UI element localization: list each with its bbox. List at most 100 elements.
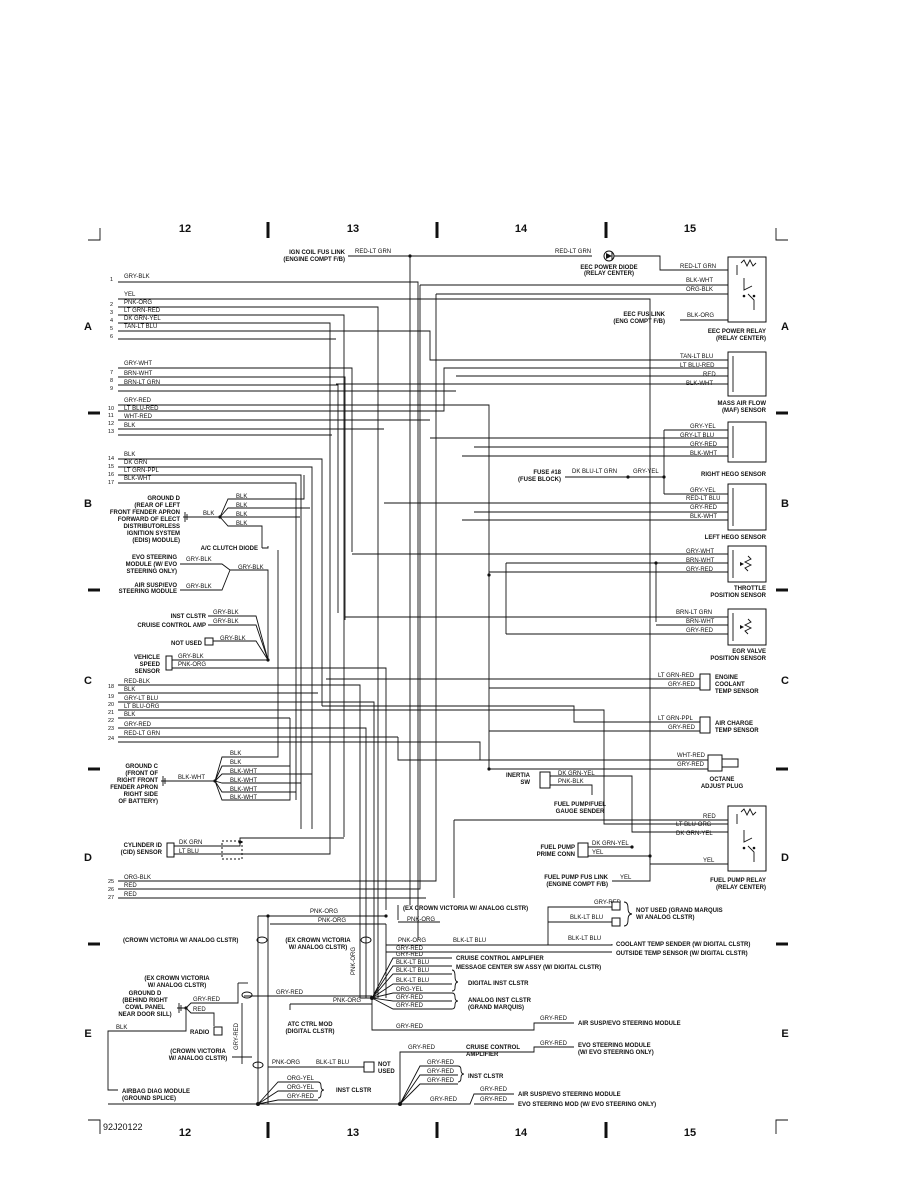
svg-text:(ENG COMPT F/B): (ENG COMPT F/B) [613,319,665,325]
svg-text:ORG-YEL: ORG-YEL [287,1085,315,1091]
svg-text:EVO STEERING MOD (W/ EVO STEER: EVO STEERING MOD (W/ EVO STEERING ONLY) [518,1102,656,1108]
svg-text:GRY-RED: GRY-RED [276,990,304,996]
svg-text:LT BLU-RED: LT BLU-RED [124,406,159,412]
svg-text:IGNITION SYSTEM: IGNITION SYSTEM [127,531,180,537]
not-used-gryblk: NOT USED GRY-BLK [171,636,269,661]
svg-text:WHT-RED: WHT-RED [677,753,706,759]
figure-id: 92J20122 [103,1122,143,1132]
svg-text:LEFT HEGO SENSOR: LEFT HEGO SENSOR [705,535,767,541]
row-label-d: D [84,852,92,864]
svg-text:BLK-WHT: BLK-WHT [686,278,713,284]
corner-mark-top-left [88,228,101,241]
svg-text:FUEL PUMP: FUEL PUMP [540,845,575,851]
svg-text:DK GRN: DK GRN [179,840,202,846]
svg-text:LT BLU-ORG: LT BLU-ORG [124,704,160,710]
column-label-bottom-13: 13 [347,1127,359,1139]
svg-text:BLK-WHT: BLK-WHT [230,787,257,793]
svg-text:ENGINE: ENGINE [715,675,738,681]
svg-text:EEC POWER RELAY: EEC POWER RELAY [708,329,766,335]
svg-text:(RELAY CENTER): (RELAY CENTER) [716,336,766,342]
svg-text:RED: RED [703,372,716,378]
svg-text:RED-BLK: RED-BLK [124,679,150,685]
svg-text:SW: SW [520,780,530,786]
svg-text:A/C CLUTCH DIODE: A/C CLUTCH DIODE [201,546,258,552]
svg-text:GRY-YEL: GRY-YEL [633,469,659,475]
engine-coolant-temp-sensor: LT GRN-RED GRY-RED ENGINE COOLANT TEMP S… [326,673,759,695]
throttle-position-sensor: GRY-WHT BRN-WHT GRY-RED THROTTLE POSITIO… [352,545,767,622]
svg-text:CRUISE CONTROL: CRUISE CONTROL [466,1045,520,1051]
svg-text:BLK: BLK [124,452,135,458]
svg-text:W/ ANALOG CLSTR): W/ ANALOG CLSTR) [169,1056,227,1062]
svg-text:SENSOR: SENSOR [135,669,161,675]
svg-text:10: 10 [108,406,114,412]
svg-text:RED-LT GRN: RED-LT GRN [124,731,160,737]
svg-text:24: 24 [108,736,114,742]
svg-text:19: 19 [108,694,114,700]
svg-text:GRY-BLK: GRY-BLK [213,619,239,625]
svg-text:PNK-ORG: PNK-ORG [124,300,152,306]
svg-text:RED-LT GRN: RED-LT GRN [355,249,391,255]
svg-text:NOT USED: NOT USED [171,641,203,647]
svg-text:POSITION SENSOR: POSITION SENSOR [710,656,766,662]
svg-text:BLK-WHT: BLK-WHT [690,451,717,457]
svg-text:PNK-ORG: PNK-ORG [333,998,361,1004]
svg-text:THROTTLE: THROTTLE [734,586,766,592]
svg-text:ORG-BLK: ORG-BLK [124,875,151,881]
svg-text:INST CLSTR: INST CLSTR [171,614,207,620]
svg-text:AMPLIFIER: AMPLIFIER [466,1052,499,1058]
svg-text:BLK: BLK [230,760,241,766]
svg-text:GRY-BLK: GRY-BLK [178,654,204,660]
svg-text:NOT USED (GRAND MARQUIS: NOT USED (GRAND MARQUIS [636,908,723,914]
svg-text:(ENGINE COMPT F/B): (ENGINE COMPT F/B) [546,882,608,888]
svg-text:7: 7 [110,370,113,376]
svg-text:RADIO: RADIO [190,1030,210,1036]
svg-text:W/ ANALOG CLSTR): W/ ANALOG CLSTR) [636,915,694,921]
svg-text:(EX CROWN VICTORIA W/ ANALOG C: (EX CROWN VICTORIA W/ ANALOG CLSTR) [403,906,528,912]
svg-text:PNK-ORG: PNK-ORG [351,947,357,975]
fuel-pump-prime-conn: FUEL PUMP PRIME CONN DK GRN-YEL YEL [537,841,652,858]
svg-text:BLK-ORG: BLK-ORG [687,313,714,319]
row-label-right-c: C [781,675,789,687]
air-charge-temp-sensor: LT GRN-PPL GRY-RED AIR CHARGE TEMP SENSO… [322,705,759,734]
svg-text:17: 17 [108,480,114,486]
svg-text:RED-LT GRN: RED-LT GRN [680,264,716,270]
svg-text:BLK: BLK [116,1025,127,1031]
svg-text:GRY-RED: GRY-RED [686,628,714,634]
svg-text:RED-LT BLU: RED-LT BLU [686,496,720,502]
svg-text:ANALOG INST CLSTR: ANALOG INST CLSTR [468,998,532,1004]
svg-text:(MAF) SENSOR: (MAF) SENSOR [722,408,767,414]
svg-text:GRY-WHT: GRY-WHT [686,549,714,555]
svg-text:PNK-BLK: PNK-BLK [558,779,584,785]
ign-coil-fus-link: IGN COIL FUS LINK (ENGINE COMPT F/B) RED… [283,249,592,905]
svg-text:GRY-RED: GRY-RED [427,1069,455,1075]
svg-text:(EDIS) MODULE): (EDIS) MODULE) [132,538,180,544]
svg-text:STEERING MODULE: STEERING MODULE [119,589,177,595]
column-label-bottom-12: 12 [179,1127,191,1139]
svg-text:FUEL PUMP FUS LINK: FUEL PUMP FUS LINK [544,875,608,881]
row-separators [88,411,788,946]
svg-text:ORG-YEL: ORG-YEL [396,987,424,993]
svg-text:GRY-BLK: GRY-BLK [186,584,212,590]
svg-text:16: 16 [108,472,114,478]
svg-text:BLK-WHT: BLK-WHT [230,795,257,801]
svg-text:AIRBAG DIAG MODULE: AIRBAG DIAG MODULE [122,1089,190,1095]
svg-text:WHT-RED: WHT-RED [124,414,153,420]
svg-text:EVO STEERING MODULE: EVO STEERING MODULE [578,1043,651,1049]
row-label-e: E [84,1028,91,1040]
svg-text:(REAR OF LEFT: (REAR OF LEFT [134,503,180,509]
svg-text:LT BLU: LT BLU [179,849,199,855]
column-separators [266,222,608,1138]
svg-text:(ENGINE COMPT F/B): (ENGINE COMPT F/B) [283,257,345,263]
right-hego-sensor: GRY-YEL GRY-LT BLU GRY-RED BLK-WHT RIGHT… [430,421,767,478]
svg-text:(DIGITAL CLSTR): (DIGITAL CLSTR) [285,1029,334,1035]
svg-text:BLK-LT BLU: BLK-LT BLU [396,978,429,984]
svg-text:RED: RED [124,892,137,898]
svg-text:GAUGE SENDER: GAUGE SENDER [556,809,605,815]
svg-text:GRY-RED: GRY-RED [594,900,622,906]
svg-text:GRY-RED: GRY-RED [396,995,424,1001]
svg-text:CRUISE CONTROL AMPLIFIER: CRUISE CONTROL AMPLIFIER [456,956,544,962]
svg-text:GROUND D: GROUND D [129,991,162,997]
svg-text:RED-LT GRN: RED-LT GRN [555,249,591,255]
